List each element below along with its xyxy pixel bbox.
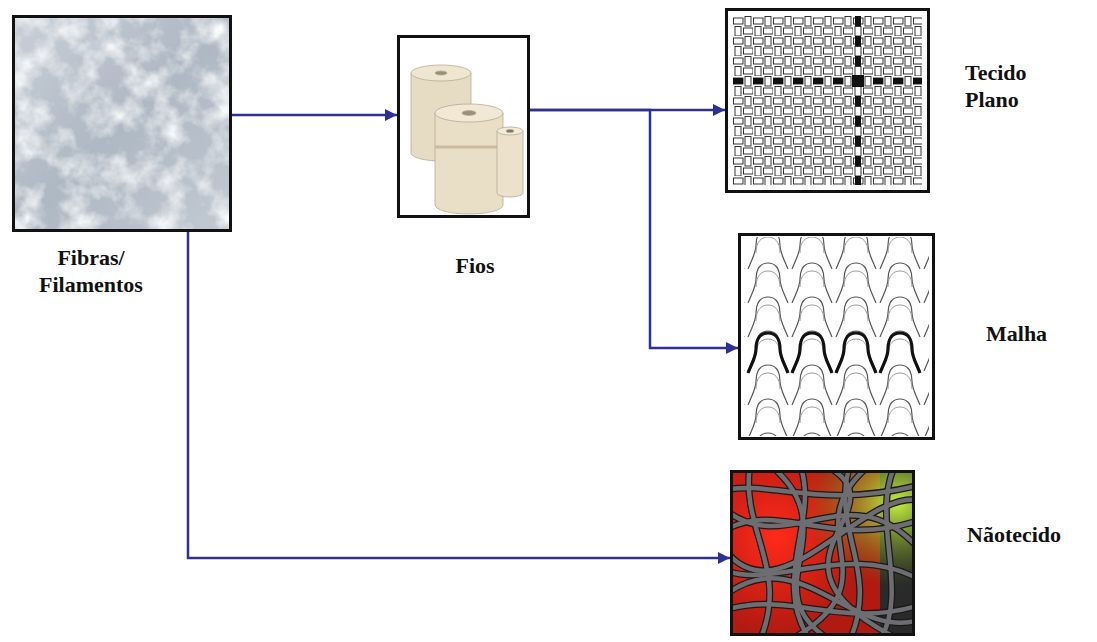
flow-arrow <box>530 110 738 348</box>
image-box: Malha <box>738 233 935 440</box>
node-label: Malha <box>986 320 1096 347</box>
nonwoven-fabric <box>730 470 915 636</box>
image-box: Fibras/ Filamentos <box>12 15 232 232</box>
knit-fabric <box>738 233 935 440</box>
image-box: Nãotecido <box>730 470 915 636</box>
image-box: Tecido Plano <box>725 8 930 193</box>
node-label: Fios <box>400 252 550 279</box>
flow-arrow <box>188 232 730 558</box>
fiber-photo <box>12 15 232 232</box>
flow-arrow <box>232 114 397 117</box>
yarn-cones <box>397 35 530 218</box>
node-label: Nãotecido <box>967 521 1092 548</box>
node-label: Fibras/ Filamentos <box>11 244 171 298</box>
woven-fabric <box>725 8 930 193</box>
image-box: Fios <box>397 35 530 218</box>
node-label: Tecido Plano <box>965 59 1055 113</box>
